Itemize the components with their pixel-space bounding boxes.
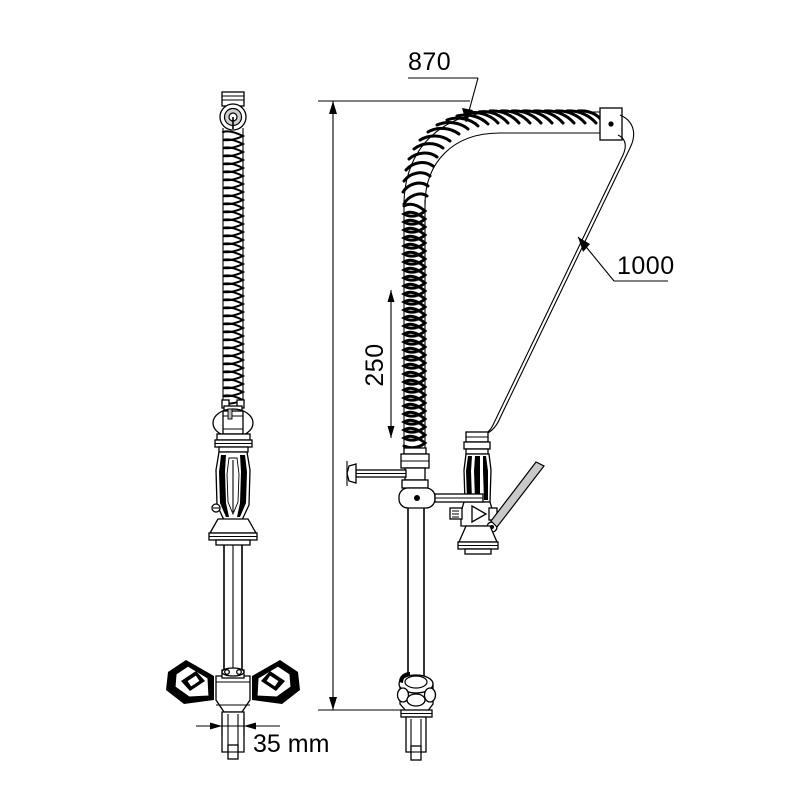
dim-riser-height — [387, 290, 395, 438]
leader-overall-height — [408, 77, 479, 123]
dim-label-35mm: 35 mm — [253, 730, 329, 758]
side-spring-vertical — [400, 200, 428, 450]
front-spray-gun — [208, 405, 258, 546]
side-view — [318, 100, 635, 761]
dim-overall-height — [318, 100, 470, 711]
side-riser-tube — [407, 508, 425, 678]
dim-shank-diameter — [196, 718, 280, 736]
dim-label-1000: 1000 — [617, 252, 675, 280]
side-swivel-joint — [398, 487, 484, 509]
side-spring-arc — [401, 107, 623, 206]
arc-end-clamp — [599, 107, 623, 141]
wing-handle-right — [252, 660, 300, 704]
leader-hose-length — [577, 236, 668, 282]
side-spray-gun — [449, 431, 545, 555]
front-top-collar — [219, 91, 247, 131]
front-wing-handle-base — [166, 660, 300, 760]
side-swivel-assembly — [346, 447, 484, 509]
front-riser-tube — [223, 545, 243, 672]
wing-handle-left — [166, 660, 214, 704]
front-view — [166, 91, 300, 760]
side-base-fitting — [396, 672, 437, 761]
dim-label-870: 870 — [408, 48, 451, 76]
front-spring-coil — [221, 128, 246, 409]
dim-label-250: 250 — [361, 343, 389, 386]
